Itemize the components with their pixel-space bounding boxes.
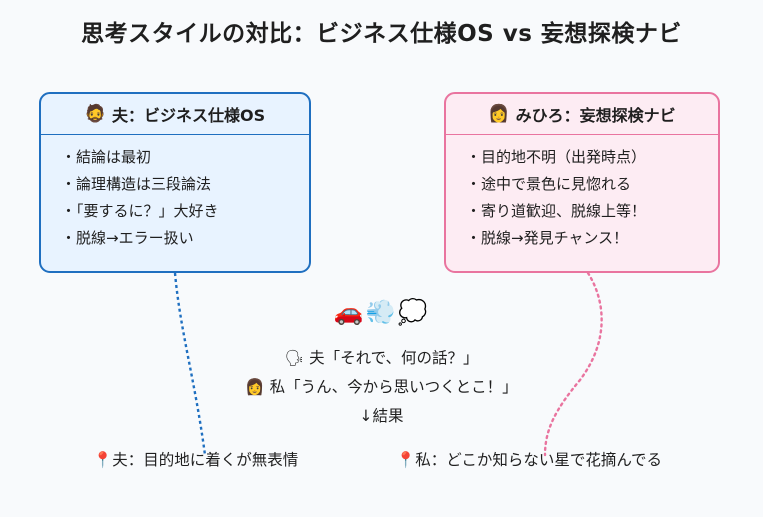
connector-right (543, 271, 603, 457)
list-item: 目的地不明（出発時点） (466, 144, 718, 171)
list-item: 論理構造は三段論法 (61, 171, 309, 198)
fantasy-navi-box: 👩 みひろ：妄想探検ナビ 目的地不明（出発時点） 途中で景色に見惚れる 寄り道歓… (444, 92, 720, 273)
list-item: 脱線→エラー扱い (61, 225, 309, 252)
page-title: 思考スタイルの対比：ビジネス仕様OS vs 妄想探検ナビ (81, 21, 682, 47)
woman-icon: 👩 (488, 104, 510, 124)
wife-result: 📍私：どこか知らない星で花摘んでる (396, 451, 663, 469)
result-arrow-label: ↓結果 (359, 407, 404, 425)
list-item: 途中で景色に見惚れる (466, 171, 718, 198)
list-item: 寄り道歓迎、脱線上等！ (466, 198, 718, 225)
business-os-list: 結論は最初 論理構造は三段論法 「要するに？」大好き 脱線→エラー扱い (41, 135, 309, 252)
business-os-header: 🧔 夫：ビジネス仕様OS (41, 94, 309, 135)
fantasy-navi-list: 目的地不明（出発時点） 途中で景色に見惚れる 寄り道歓迎、脱線上等！ 脱線→発見… (446, 135, 718, 252)
business-os-heading: 夫：ビジネス仕様OS (112, 106, 266, 125)
list-item: 「要するに？」大好き (61, 198, 309, 225)
car-thought-icon: 🚗💨💭 (333, 298, 430, 326)
business-os-box: 🧔 夫：ビジネス仕様OS 結論は最初 論理構造は三段論法 「要するに？」大好き … (39, 92, 311, 273)
husband-dialog: 🗣 夫「それで、何の話？」 (284, 349, 479, 367)
list-item: 脱線→発見チャンス！ (466, 225, 718, 252)
connector-left (173, 272, 207, 456)
list-item: 結論は最初 (61, 144, 309, 171)
fantasy-navi-header: 👩 みひろ：妄想探検ナビ (446, 94, 718, 135)
husband-result: 📍夫：目的地に着くが無表情 (93, 451, 299, 469)
wife-dialog: 👩 私「うん、今から思いつくとこ！」 (245, 378, 518, 396)
fantasy-navi-heading: みひろ：妄想探検ナビ (515, 106, 676, 125)
husband-icon: 🧔 (84, 104, 107, 124)
